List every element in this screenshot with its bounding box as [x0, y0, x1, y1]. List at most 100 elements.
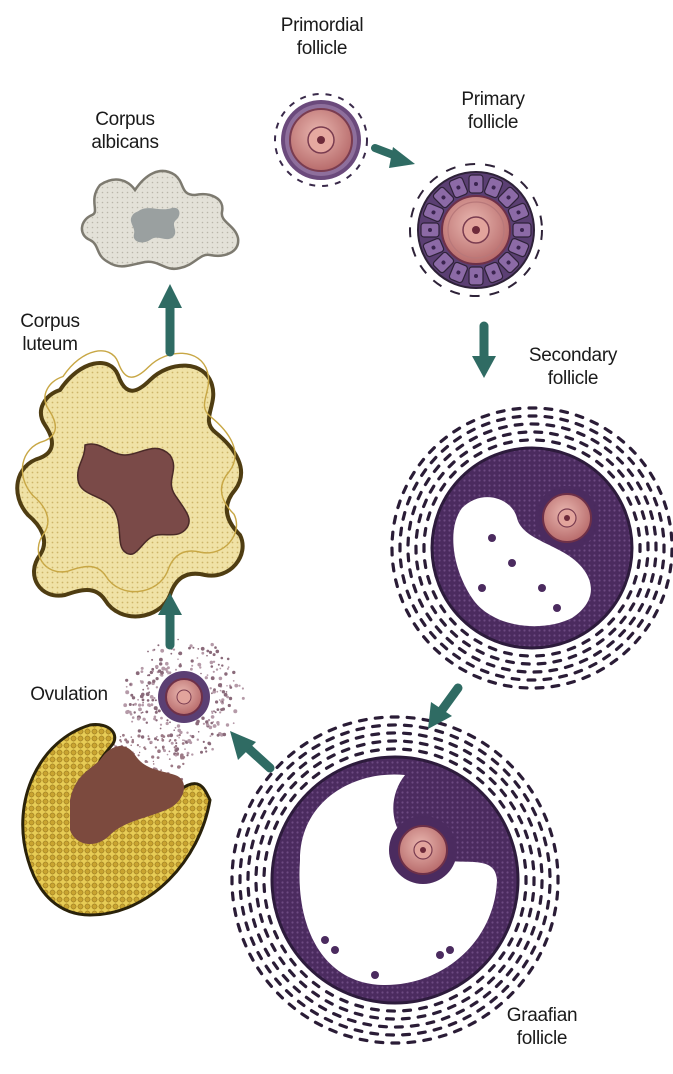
theca-cell	[548, 668, 558, 673]
released-cell	[175, 727, 177, 729]
theca-cell	[248, 902, 253, 912]
theca-cell	[517, 978, 526, 988]
theca-cell	[311, 752, 321, 760]
theca-cell	[605, 458, 615, 467]
theca-cell	[461, 640, 471, 648]
theca-cell	[406, 536, 410, 546]
released-cell	[211, 665, 214, 668]
theca-cell	[371, 740, 381, 745]
theca-cell	[327, 726, 337, 733]
theca-cell	[426, 575, 432, 585]
theca-cell	[260, 809, 267, 819]
released-cell	[228, 704, 231, 707]
theca-cell	[362, 1022, 372, 1027]
released-cell	[144, 748, 146, 750]
released-cell	[177, 639, 179, 641]
theca-cell	[595, 666, 605, 674]
theca-cell	[643, 495, 650, 505]
arrow-luteum-to-albicans	[158, 284, 182, 352]
theca-cell	[338, 1006, 348, 1013]
ovulated-oocyte	[158, 671, 210, 723]
theca-cell	[340, 747, 350, 754]
theca-cell	[628, 602, 636, 612]
theca-cell	[485, 662, 495, 668]
released-cell	[219, 677, 223, 681]
theca-cell	[467, 1020, 477, 1028]
theca-cell	[439, 618, 448, 628]
released-cell	[141, 693, 145, 697]
released-cell	[159, 658, 163, 662]
theca-cell	[418, 725, 428, 730]
theca-cell	[559, 417, 569, 423]
theca-cell	[343, 1033, 353, 1039]
theca-cell	[627, 456, 636, 466]
theca-cell	[412, 583, 418, 593]
released-cell	[196, 720, 200, 724]
theca-cell	[645, 557, 649, 567]
theca-cell	[317, 1004, 327, 1012]
theca-cell	[661, 559, 665, 569]
theca-cell	[404, 608, 411, 618]
theca-cell	[464, 740, 474, 748]
theca-cell	[299, 969, 308, 978]
theca-cell	[256, 966, 264, 976]
theca-cell	[523, 829, 529, 839]
released-cell	[127, 710, 130, 713]
theca-cell	[355, 726, 365, 731]
theca-cell	[256, 950, 264, 960]
theca-cell	[401, 511, 407, 521]
released-cell	[222, 690, 225, 693]
released-cell	[211, 733, 214, 736]
released-cell	[147, 675, 149, 677]
released-cell	[154, 737, 157, 740]
released-cell	[148, 735, 150, 737]
theca-cell	[546, 852, 551, 862]
theca-cell	[236, 922, 242, 932]
released-cell	[177, 658, 179, 660]
released-cell	[184, 740, 186, 742]
theca-cell	[652, 590, 659, 600]
released-cell	[141, 667, 144, 670]
theca-cell	[231, 859, 235, 869]
theca-cell	[275, 772, 284, 782]
theca-cell	[468, 435, 478, 443]
released-cell	[169, 721, 171, 723]
theca-cell	[415, 529, 419, 539]
released-cell	[182, 739, 184, 741]
theca-cell	[411, 505, 417, 515]
released-cell	[177, 729, 181, 733]
theca-cell	[452, 726, 462, 733]
theca-cell	[535, 910, 541, 920]
theca-cell	[439, 435, 449, 444]
released-cell	[228, 666, 230, 668]
released-cell	[227, 668, 229, 670]
theca-cell	[527, 406, 537, 409]
theca-cell	[538, 895, 543, 905]
theca-cell	[466, 732, 476, 740]
released-cell	[242, 687, 244, 689]
theca-cell	[406, 1040, 416, 1044]
theca-cell	[447, 460, 456, 469]
theca-cell	[667, 515, 672, 525]
released-cell	[163, 746, 165, 748]
released-cell	[141, 712, 143, 714]
released-cell	[151, 668, 154, 671]
theca-cell	[487, 444, 497, 451]
theca-cell	[503, 440, 513, 445]
label-secondary-follicle: Secondary follicle	[508, 344, 638, 390]
theca-cell	[263, 928, 270, 938]
theca-cell	[503, 651, 513, 656]
theca-cell	[535, 438, 545, 442]
theca-cell	[425, 1020, 435, 1026]
theca-cell	[582, 646, 592, 654]
theca-cell	[394, 1025, 404, 1028]
released-cell	[191, 659, 194, 662]
released-cell	[215, 711, 217, 713]
theca-cell	[239, 890, 243, 900]
theca-cell	[275, 991, 284, 1000]
theca-cell	[574, 413, 584, 419]
theca-cell	[495, 673, 505, 679]
theca-cell	[255, 897, 260, 907]
theca-cell	[664, 579, 670, 589]
theca-cell	[581, 638, 591, 646]
